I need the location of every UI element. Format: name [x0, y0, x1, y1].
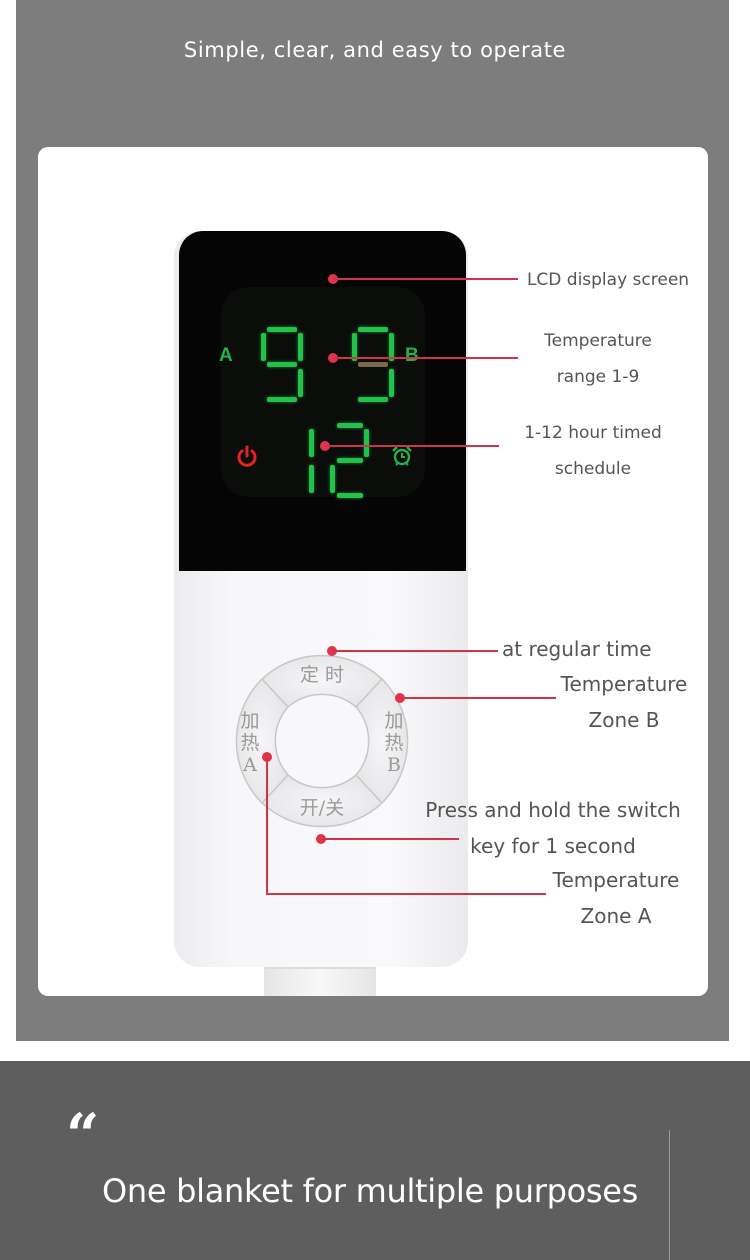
power-icon — [237, 445, 257, 467]
label-zone-a-2: Zone A — [580, 904, 652, 928]
lcd-display: A B — [179, 231, 466, 571]
heat-a-label-3: A — [242, 754, 257, 776]
callout-line-temp-range — [333, 357, 518, 359]
label-temp-range-2: range 1-9 — [556, 367, 640, 387]
controller-cord — [264, 967, 376, 996]
banner-divider — [669, 1130, 670, 1260]
heat-zone-a-button[interactable] — [235, 677, 290, 805]
label-switch-2: key for 1 second — [470, 834, 636, 858]
product-card: A B — [38, 147, 708, 996]
label-temp-range-1: Temperature — [544, 331, 652, 351]
heat-b-label-2: 热 — [384, 732, 403, 754]
zone-b-indicator: B — [405, 345, 419, 366]
quote-mark: “ — [66, 1101, 100, 1169]
label-regular-time: at regular time — [502, 637, 652, 661]
label-timer-1: 1-12 hour timed — [524, 423, 662, 443]
label-timer-2: schedule — [554, 459, 632, 479]
label-zone-a-1: Temperature — [552, 868, 680, 892]
heat-zone-b-button[interactable] — [354, 677, 409, 805]
power-switch-button[interactable] — [258, 773, 386, 828]
label-zone-b-1: Temperature — [560, 672, 688, 696]
banner-tagline: One blanket for multiple purposes — [102, 1172, 639, 1210]
remote-controller: A B — [174, 231, 468, 996]
zone-b-level-digit — [352, 327, 396, 403]
power-button-label: 开/关 — [300, 797, 344, 819]
callout-line-zone-a — [266, 893, 546, 895]
alarm-clock-icon — [392, 446, 412, 466]
label-zone-b-2: Zone B — [588, 708, 660, 732]
heat-a-label-2: 热 — [240, 732, 259, 754]
control-pad: 定 时 开/关 加 热 A 加 热 B — [235, 654, 409, 828]
timer-button[interactable] — [258, 654, 386, 709]
callout-line-timer-button — [332, 650, 498, 652]
bottom-banner — [0, 1061, 750, 1260]
label-lcd-display: LCD display screen — [526, 270, 690, 290]
callout-line-lcd — [333, 278, 518, 280]
zone-a-level-digit — [261, 327, 305, 403]
zone-a-indicator: A — [219, 345, 233, 366]
label-switch-1: Press and hold the switch — [425, 798, 681, 822]
callout-line-timer-display — [325, 445, 499, 447]
callout-line-power-button — [321, 838, 459, 840]
heat-a-label-1: 加 — [240, 710, 259, 732]
timer-hours-digits — [309, 423, 379, 499]
callout-line-zone-b — [400, 697, 556, 699]
section-headline: Simple, clear, and easy to operate — [183, 38, 567, 62]
callout-vline-zone-a — [266, 757, 268, 895]
heat-b-label-1: 加 — [384, 710, 403, 732]
heat-b-label-3: B — [387, 754, 401, 776]
timer-button-label: 定 时 — [300, 664, 344, 686]
